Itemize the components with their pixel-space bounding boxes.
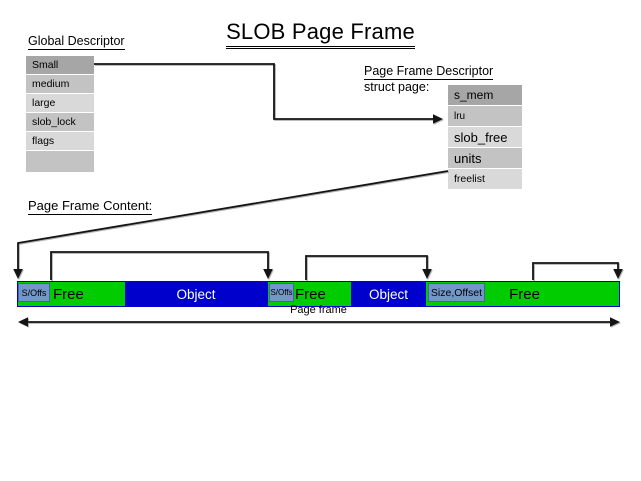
global-row-large: large (26, 94, 94, 112)
pfd-row-freelist: freelist (448, 169, 522, 189)
global-row-small: Small (26, 56, 94, 74)
free-label-1: Free (53, 285, 84, 303)
global-row-empty (26, 151, 94, 172)
arrow-freeblock3-to-end (532, 262, 623, 280)
page-frame-descriptor-table: s_mem lru slob_free units freelist (448, 85, 522, 190)
page-frame-caption: Page frame (290, 304, 347, 316)
global-descriptor-table: Small medium large slob_lock flags (26, 56, 94, 173)
title-wrap: SLOB Page Frame (0, 19, 641, 49)
pfd-row-lru: lru (448, 106, 522, 126)
global-descriptor-heading: Global Descriptor (28, 34, 125, 50)
global-descriptor-heading-text: Global Descriptor (28, 34, 125, 50)
page-frame-descriptor-heading-text: Page Frame Descriptor (364, 64, 494, 80)
page-frame-extent-arrow (18, 317, 620, 327)
page-title: SLOB Page Frame (226, 19, 415, 49)
page-frame-content-heading-text: Page Frame Content: (28, 198, 153, 215)
pfd-row-slob-free: slob_free (448, 127, 522, 147)
struct-page-label: struct page: (364, 80, 430, 94)
global-row-slob-lock: slob_lock (26, 113, 94, 131)
free-block-header-1: S/Offs (18, 283, 50, 302)
global-row-medium: medium (26, 75, 94, 93)
arrow-freelist-to-bar (13, 170, 449, 279)
free-label-2: Free (295, 285, 326, 303)
global-row-flags: flags (26, 132, 94, 150)
page-frame-bar: S/Offs Free Object S/Offs Free Object Si… (17, 281, 620, 307)
free-block-header-3: Size,Offset (428, 283, 485, 302)
pfd-row-units: units (448, 148, 522, 168)
object-label-2: Object (368, 286, 409, 302)
arrow-freeblock2-to-freeblock3 (305, 255, 432, 280)
page-frame-descriptor-heading: Page Frame Descriptor (364, 64, 494, 80)
pfd-row-s-mem: s_mem (448, 85, 522, 105)
arrow-freeblock1-to-freeblock2 (50, 251, 273, 280)
free-label-3: Free (509, 285, 540, 303)
free-block-header-2: S/Offs (269, 283, 294, 302)
page-frame-content-heading: Page Frame Content: (28, 198, 153, 215)
object-label-1: Object (176, 286, 216, 302)
